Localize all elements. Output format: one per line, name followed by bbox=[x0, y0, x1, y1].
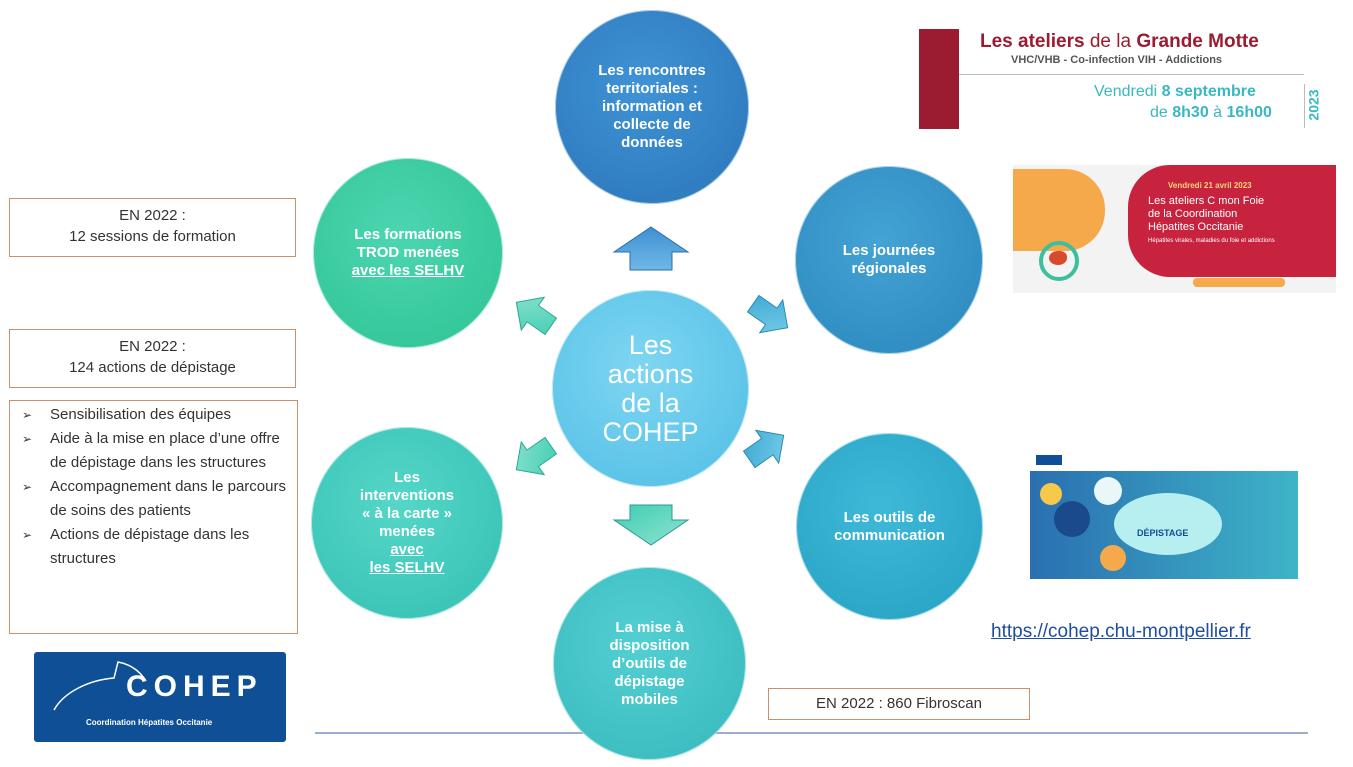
box-formations-count: 12 sessions de formation bbox=[69, 228, 236, 245]
node-lower-right: Les outils de communication bbox=[796, 433, 983, 620]
node-upper-right: Les journées régionales bbox=[795, 166, 983, 354]
node-top: Les rencontres territoriales : informati… bbox=[555, 10, 749, 204]
cohep-logo: COHEP Coordination Hépatites Occitanie bbox=[34, 652, 286, 742]
liver-outline-icon bbox=[53, 661, 145, 711]
list-item: ➢Aide à la mise en place d’une offre de … bbox=[16, 427, 291, 475]
list-item: ➢Accompagnement dans le parcours de soin… bbox=[16, 475, 291, 523]
event-title: Les ateliers de la Grande Motte bbox=[980, 31, 1259, 52]
website-thumbnail: DÉPISTAGE bbox=[1030, 451, 1298, 579]
event-banner: Vendredi 21 avril 2023 Les ateliers C mo… bbox=[1013, 165, 1336, 293]
banner-logo-circle-icon bbox=[1039, 241, 1079, 281]
banner-liver-icon bbox=[1049, 251, 1067, 265]
box-formations: EN 2022 : 12 sessions de formation bbox=[9, 198, 296, 257]
arrow-bullet-icon: ➢ bbox=[22, 480, 33, 494]
event-header: Les ateliers de la Grande Motte VHC/VHB … bbox=[919, 29, 1339, 129]
thumb-label: DÉPISTAGE bbox=[1137, 528, 1189, 538]
arrow-upper-right bbox=[746, 294, 789, 334]
website-link[interactable]: https://cohep.chu-montpellier.fr bbox=[991, 621, 1251, 642]
thumb-circle-dark bbox=[1054, 501, 1090, 537]
actions-list: ➢Sensibilisation des équipes ➢Aide à la … bbox=[9, 400, 298, 634]
center-label: Les actions de la COHEP bbox=[602, 329, 699, 447]
center-circle: Les actions de la COHEP bbox=[552, 290, 749, 487]
thumb-navbar bbox=[1030, 451, 1298, 471]
box-formations-year: EN 2022 : bbox=[119, 207, 186, 224]
thumb-big-circle bbox=[1114, 493, 1222, 555]
event-subtitle: VHC/VHB - Co-infection VIH - Addictions bbox=[1011, 54, 1223, 66]
node-lower-right-label: Les outils de communication bbox=[834, 508, 945, 544]
logo-subtitle: Coordination Hépatites Occitanie bbox=[86, 718, 213, 727]
event-divider bbox=[959, 74, 1304, 75]
arrow-upper-left bbox=[515, 296, 558, 336]
node-upper-right-label: Les journées régionales bbox=[842, 242, 936, 277]
node-bottom: La mise à disposition d’outils de dépist… bbox=[553, 567, 746, 760]
box-depistage-count: 124 actions de dépistage bbox=[69, 359, 236, 376]
arrow-bullet-icon: ➢ bbox=[22, 408, 33, 422]
banner-button bbox=[1193, 278, 1285, 287]
banner-date: Vendredi 21 avril 2023 bbox=[1168, 181, 1252, 190]
arrow-up bbox=[612, 226, 690, 271]
event-red-block bbox=[919, 29, 959, 129]
node-bottom-label: La mise à disposition d’outils de dépist… bbox=[609, 618, 690, 708]
event-year: 2023 bbox=[1305, 89, 1322, 121]
node-upper-left-link: avec les SELHV bbox=[351, 262, 465, 279]
arrow-bullet-icon: ➢ bbox=[22, 528, 33, 542]
arrow-lower-right bbox=[742, 429, 785, 469]
thumb-circle-light bbox=[1094, 477, 1122, 505]
node-upper-left-label: Les formations TROD menées bbox=[354, 226, 462, 261]
arrow-down bbox=[612, 504, 690, 546]
thumb-circle-orange bbox=[1100, 545, 1126, 571]
box-depistage-year: EN 2022 : bbox=[119, 338, 186, 355]
thumb-logo bbox=[1036, 455, 1062, 465]
event-time: de 8h30 à 16h00 bbox=[1150, 104, 1272, 121]
node-lower-left-link: avec les SELHV bbox=[369, 541, 445, 576]
box-depistage: EN 2022 : 124 actions de dépistage bbox=[9, 329, 296, 388]
box-fibroscan: EN 2022 : 860 Fibroscan bbox=[768, 688, 1030, 720]
banner-title: Les ateliers C mon Foie de la Coordinati… bbox=[1148, 195, 1265, 233]
node-lower-left-label: Les interventions « à la carte » menées bbox=[359, 469, 455, 540]
node-top-label: Les rencontres territoriales : informati… bbox=[598, 62, 706, 151]
banner-subtitle: Hépatites virales, maladies du foie et a… bbox=[1148, 238, 1275, 244]
list-item: ➢Actions de dépistage dans les structure… bbox=[16, 523, 291, 571]
arrow-lower-left bbox=[515, 436, 558, 476]
node-lower-left: Les interventions « à la carte » menées … bbox=[311, 427, 503, 619]
thumb-circle-yellow bbox=[1040, 483, 1062, 505]
banner-red-shape bbox=[1128, 165, 1336, 277]
event-vline bbox=[1304, 84, 1305, 128]
arrow-bullet-icon: ➢ bbox=[22, 432, 33, 446]
banner-orange-shape bbox=[1013, 169, 1105, 251]
event-date: Vendredi 8 septembre bbox=[1094, 83, 1256, 100]
logo-name: COHEP bbox=[126, 670, 263, 703]
list-item: ➢Sensibilisation des équipes bbox=[16, 403, 291, 427]
